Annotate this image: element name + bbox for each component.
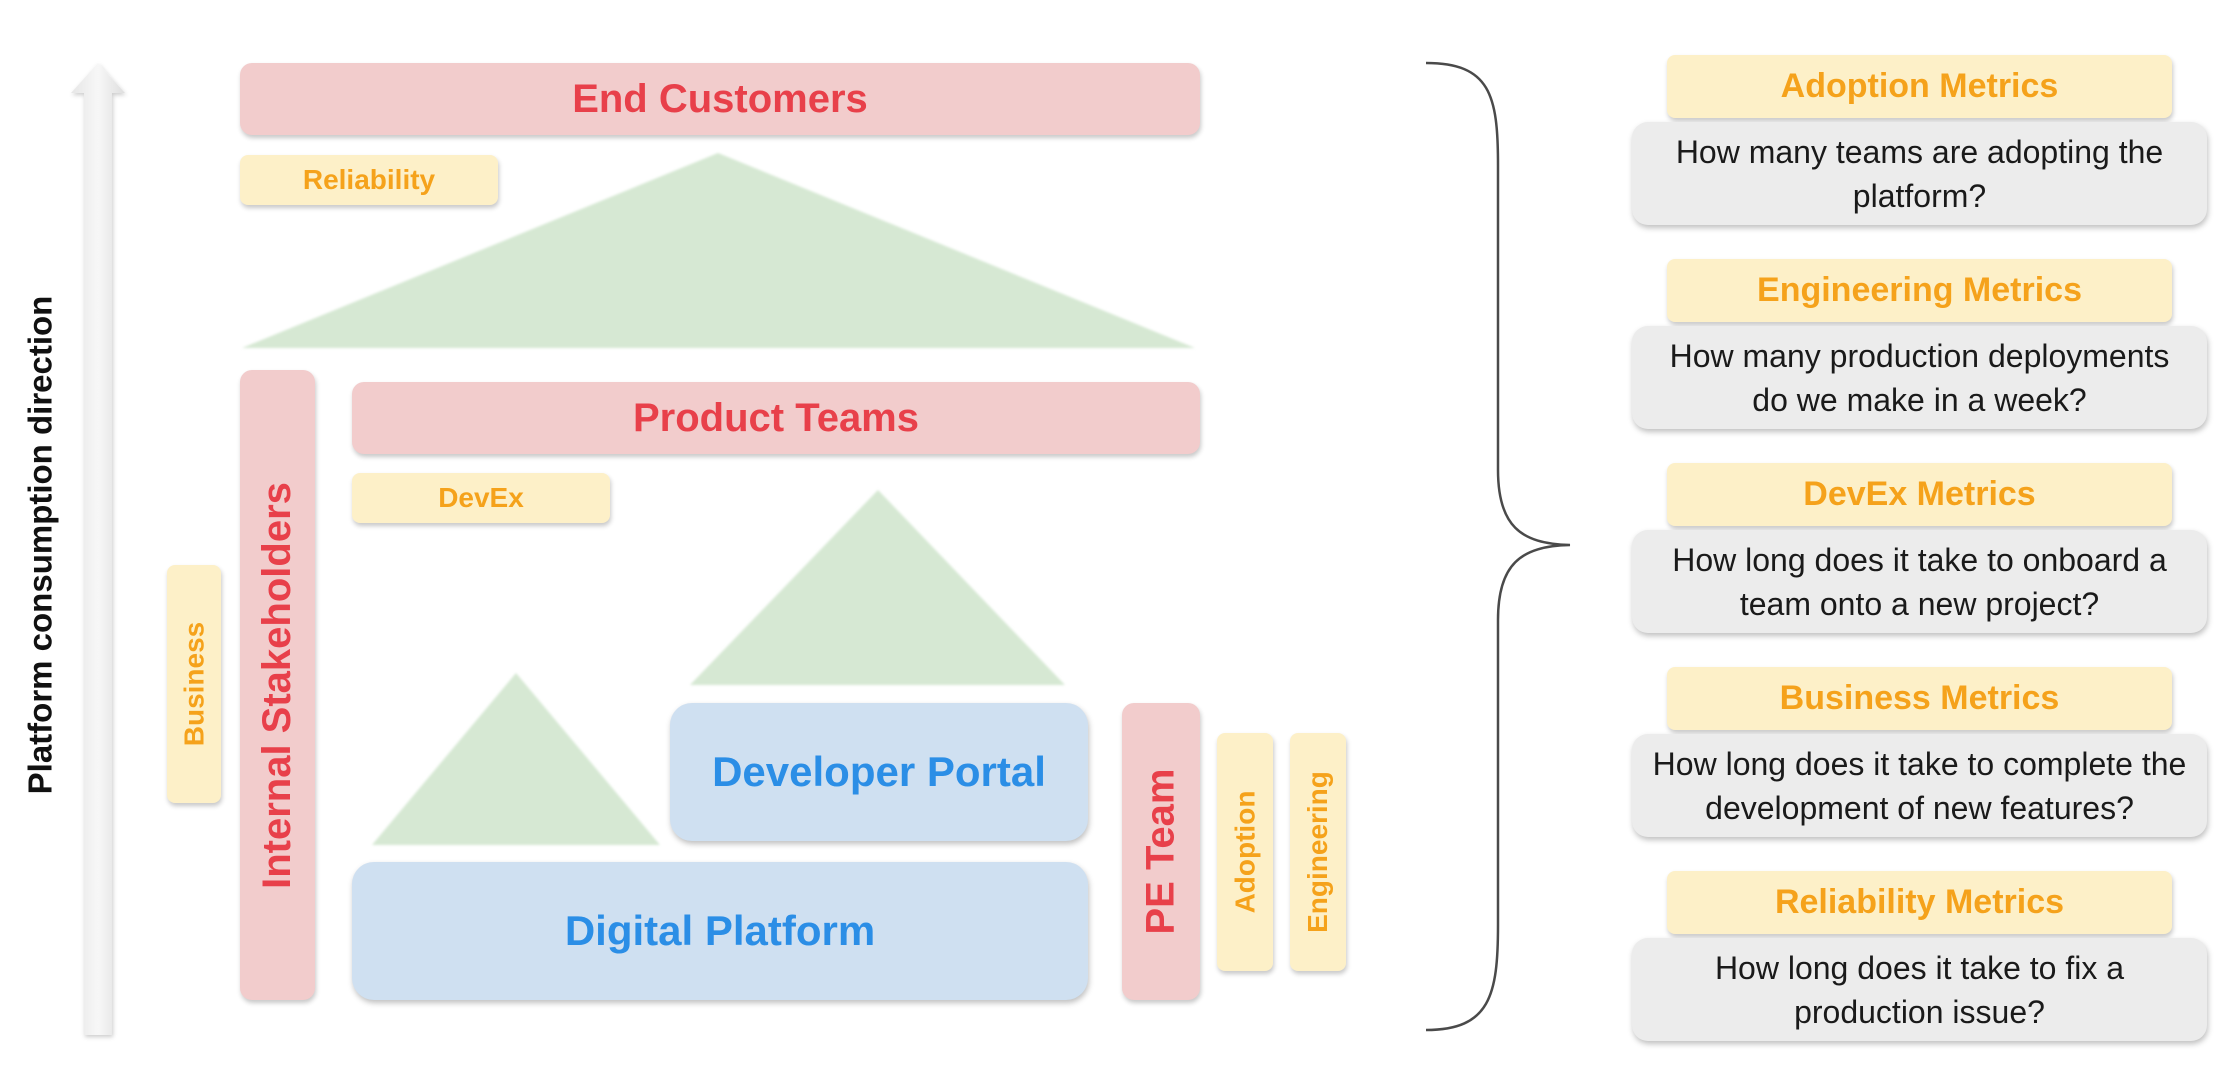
reliability-tag: Reliability [240,155,498,205]
internal-stakeholders-bar: Internal Stakeholders [240,370,315,1000]
pe-team-bar: PE Team [1122,703,1200,1000]
metric-title: Business Metrics [1779,679,2060,717]
metric-question: How long does it take to complete the de… [1652,745,2187,826]
metric-title-box: Business Metrics [1667,667,2172,730]
metric-question-box: How many production deployments do we ma… [1632,326,2207,429]
developer-portal-label: Developer Portal [712,748,1046,795]
end-customers-bar: End Customers [240,63,1200,135]
devex-tag-label: DevEx [438,482,524,513]
consumption-direction-arrow [71,63,125,1035]
metric-question-box: How long does it take to onboard a team … [1632,530,2207,633]
developer-portal-box: Developer Portal [670,703,1088,841]
adoption-tag-label: Adoption [1229,790,1260,914]
reliability-tag-label: Reliability [302,164,436,195]
metric-title-box: DevEx Metrics [1667,463,2172,526]
product-teams-bar: Product Teams [352,382,1200,454]
metric-title: Adoption Metrics [1780,67,2059,105]
metric-title-box: Adoption Metrics [1667,55,2172,118]
metric-question-box: How long does it take to fix a productio… [1632,938,2207,1041]
metric-question: How long does it take to fix a productio… [1714,949,2125,1030]
business-tag-label: Business [178,621,209,747]
metric-title-box: Engineering Metrics [1667,259,2172,322]
engineering-tag-label: Engineering [1302,771,1334,933]
product-teams-label: Product Teams [633,395,919,440]
metric-question: How long does it take to onboard a team … [1672,541,2167,622]
metric-title: Reliability Metrics [1774,883,2065,921]
triangle-layer [242,153,1195,845]
digital-platform-label: Digital Platform [564,907,876,954]
end-customers-label: End Customers [572,76,868,121]
devex-tag: DevEx [352,473,610,523]
metric-title-box: Reliability Metrics [1667,871,2172,934]
internal-stakeholders-label: Internal Stakeholders [255,481,300,889]
metric-title: DevEx Metrics [1803,475,2036,513]
metric-question: How many teams are adopting the platform… [1675,133,2164,214]
business-tag: Business [167,565,221,803]
adoption-tag: Adoption [1217,733,1273,971]
metric-question-box: How many teams are adopting the platform… [1632,122,2207,225]
product-teams-triangle [690,490,1065,685]
pe-team-label: PE Team [1138,768,1183,935]
metric-question-box: How long does it take to complete the de… [1632,734,2207,837]
engineering-tag: Engineering [1290,733,1346,971]
metric-title: Engineering Metrics [1757,271,2082,309]
curly-brace [1425,61,1571,1032]
platform-triangle [372,673,660,845]
end-customers-triangle [242,153,1195,348]
metric-question: How many production deployments do we ma… [1669,337,2170,418]
digital-platform-box: Digital Platform [352,862,1088,1000]
